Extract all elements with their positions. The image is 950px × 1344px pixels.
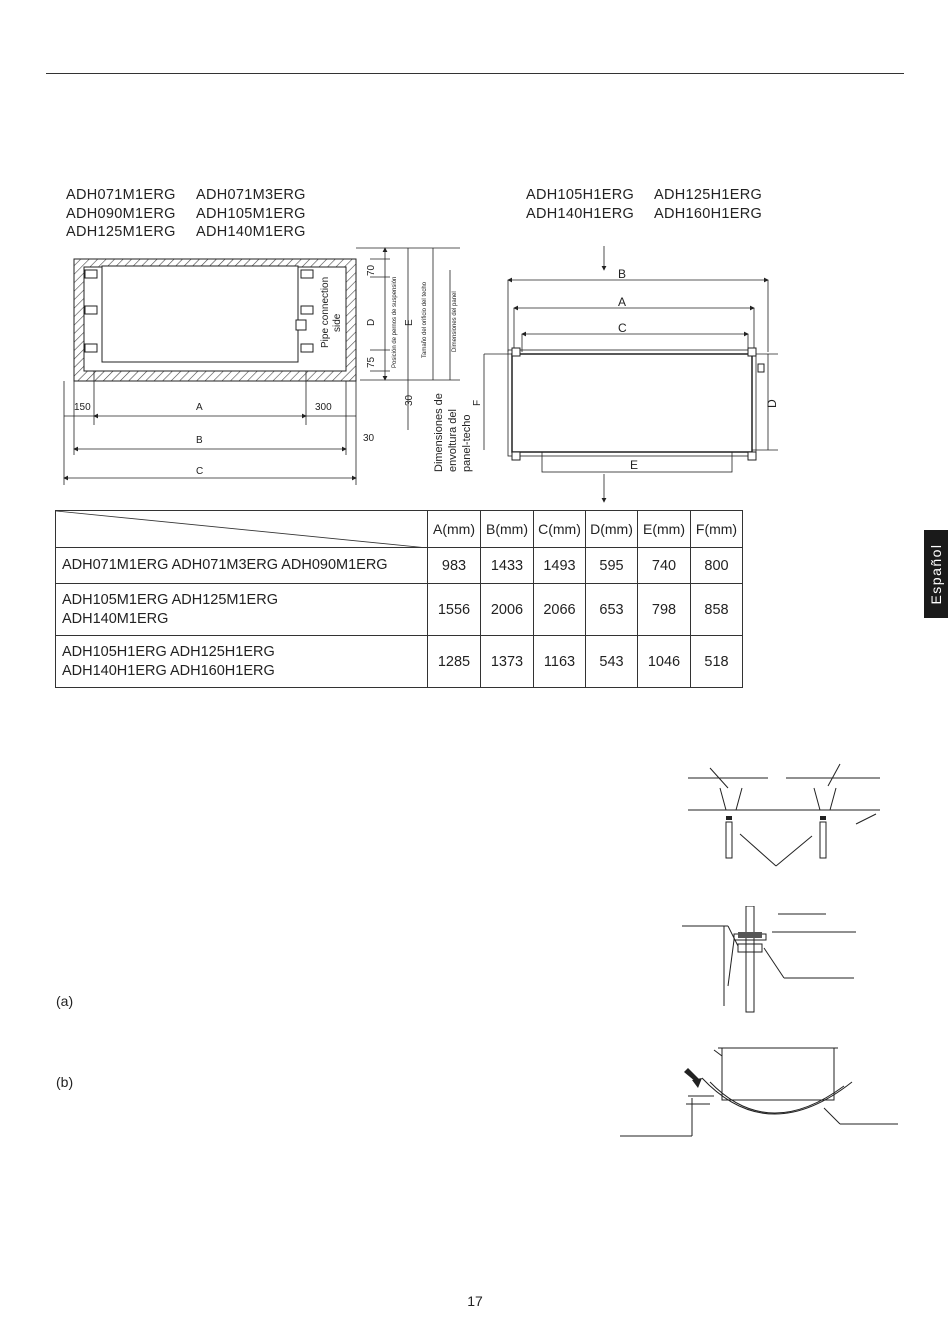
language-tab: Español: [924, 530, 948, 618]
cell-c: 1493: [533, 547, 586, 584]
header-b: B(mm): [480, 510, 534, 548]
header-a: A(mm): [427, 510, 481, 548]
cell-c: 1163: [533, 635, 586, 688]
cell-e: 740: [637, 547, 691, 584]
svg-text:C: C: [618, 321, 627, 335]
svg-text:30: 30: [404, 394, 415, 406]
svg-text:A: A: [196, 402, 203, 413]
row-model: ADH071M1ERG ADH071M3ERG ADH090M1ERG: [55, 547, 428, 584]
table-row: ADH071M1ERG ADH071M3ERG ADH090M1ERG 983 …: [55, 547, 743, 584]
svg-text:30: 30: [363, 433, 375, 444]
header-f: F(mm): [690, 510, 743, 548]
cell-f: 518: [690, 635, 743, 688]
svg-text:150: 150: [74, 402, 91, 413]
cell-f: 800: [690, 547, 743, 584]
cell-d: 595: [585, 547, 638, 584]
table-header-row: A(mm) B(mm) C(mm) D(mm) E(mm) F(mm): [55, 510, 743, 548]
cell-a: 1285: [427, 635, 481, 688]
svg-text:C: C: [196, 466, 203, 477]
svg-text:70: 70: [366, 264, 377, 276]
svg-text:Tamaño del orificio del techo: Tamaño del orificio del techo: [422, 281, 428, 358]
svg-text:side: side: [332, 313, 343, 332]
ceiling-anchor-illustration: [688, 763, 880, 867]
cell-e: 798: [637, 583, 691, 636]
cell-b: 1373: [480, 635, 534, 688]
diagonal-header-cell: [55, 510, 428, 548]
svg-text:B: B: [196, 435, 203, 446]
header-e: E(mm): [637, 510, 691, 548]
cell-d: 653: [585, 583, 638, 636]
step-a-label: (a): [56, 993, 74, 1009]
dimension-table: A(mm) B(mm) C(mm) D(mm) E(mm) F(mm) ADH0…: [55, 510, 743, 688]
svg-text:75: 75: [366, 356, 377, 368]
cell-d: 543: [585, 635, 638, 688]
unit-side-view-diagram: B A C D E: [483, 246, 779, 503]
svg-text:Posición de pernos de suspensi: Posición de pernos de suspensión: [392, 277, 398, 368]
cell-a: 983: [427, 547, 481, 584]
svg-text:envoltura del: envoltura del: [447, 409, 459, 472]
svg-text:Dimensiones de: Dimensiones de: [433, 393, 445, 472]
header-d: D(mm): [585, 510, 638, 548]
svg-text:300: 300: [315, 402, 332, 413]
header-rule: [46, 73, 904, 74]
cell-f: 858: [690, 583, 743, 636]
ceiling-dimension-diagram: Pipe connection side 70 D 75 Posición de…: [63, 247, 483, 485]
unit-drain-illustration: [620, 1047, 898, 1137]
hanger-bolt-illustration: [682, 906, 856, 1013]
svg-text:D: D: [765, 399, 779, 408]
svg-text:E: E: [630, 458, 638, 472]
step-b-label: (b): [56, 1074, 74, 1090]
page-number: 17: [467, 1293, 483, 1309]
cell-b: 2006: [480, 583, 534, 636]
svg-text:Pipe connection: Pipe connection: [320, 277, 331, 348]
cell-a: 1556: [427, 583, 481, 636]
svg-text:Dimensiones del panel: Dimensiones del panel: [452, 291, 458, 352]
svg-text:B: B: [618, 267, 626, 281]
cell-b: 1433: [480, 547, 534, 584]
cell-c: 2066: [533, 583, 586, 636]
svg-text:D: D: [366, 319, 377, 326]
svg-text:E: E: [404, 319, 415, 326]
svg-text:panel-techo: panel-techo: [461, 415, 473, 473]
svg-text:A: A: [618, 295, 626, 309]
svg-text:F: F: [472, 400, 483, 406]
cell-e: 1046: [637, 635, 691, 688]
header-c: C(mm): [533, 510, 586, 548]
